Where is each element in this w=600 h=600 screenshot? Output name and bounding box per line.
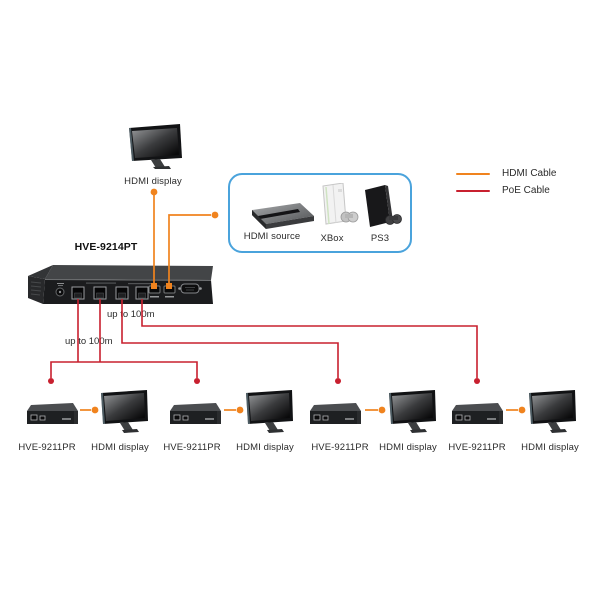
hdmi-source-group-box: HDMI source XBox PS3 [228, 173, 412, 253]
top-display-label: HDMI display [124, 176, 182, 187]
legend-row-hdmi: HDMI Cable [456, 165, 556, 182]
legend-row-poe: PoE Cable [456, 182, 556, 199]
hdmi-cable-label: HDMI Cable [502, 168, 557, 179]
legend: HDMI Cable PoE Cable [456, 165, 556, 199]
xbox-icon [316, 183, 360, 231]
distance-label-lower: up to 100m [65, 336, 113, 347]
hdmi-source-icon [240, 201, 316, 231]
bottom-display-icon-1 [99, 389, 149, 433]
hdmi-cable-swatch [456, 172, 490, 175]
bottom-display-label-2: HDMI display [236, 442, 294, 453]
transmitter-label: HVE-9214PT [74, 241, 138, 253]
receiver-icon-1 [26, 403, 78, 425]
xbox-label: XBox [320, 233, 344, 244]
hdmi-source-label: HDMI source [243, 231, 301, 242]
receiver-label-4: HVE-9211PR [448, 442, 506, 453]
receiver-label-1: HVE-9211PR [18, 442, 76, 453]
distance-label-upper: up to 100m [107, 309, 155, 320]
transmitter-device-icon [28, 262, 216, 308]
bottom-display-icon-4 [527, 389, 577, 433]
db9-port [178, 283, 202, 294]
ps3-icon [362, 185, 402, 231]
poe-cable-label: PoE Cable [502, 185, 550, 196]
bottom-display-label-4: HDMI display [521, 442, 579, 453]
receiver-icon-4 [451, 403, 503, 425]
bottom-display-icon-2 [244, 389, 294, 433]
bottom-display-label-3: HDMI display [379, 442, 437, 453]
top-hdmi-display-icon [127, 123, 183, 169]
ps3-label: PS3 [370, 233, 390, 244]
bottom-display-label-1: HDMI display [91, 442, 149, 453]
receiver-icon-2 [169, 403, 221, 425]
bottom-display-icon-3 [387, 389, 437, 433]
poe-cable-endpoints [48, 378, 480, 384]
receiver-icon-3 [309, 403, 361, 425]
receiver-label-3: HVE-9211PR [311, 442, 369, 453]
poe-cable-swatch [456, 189, 490, 192]
receiver-label-2: HVE-9211PR [163, 442, 221, 453]
